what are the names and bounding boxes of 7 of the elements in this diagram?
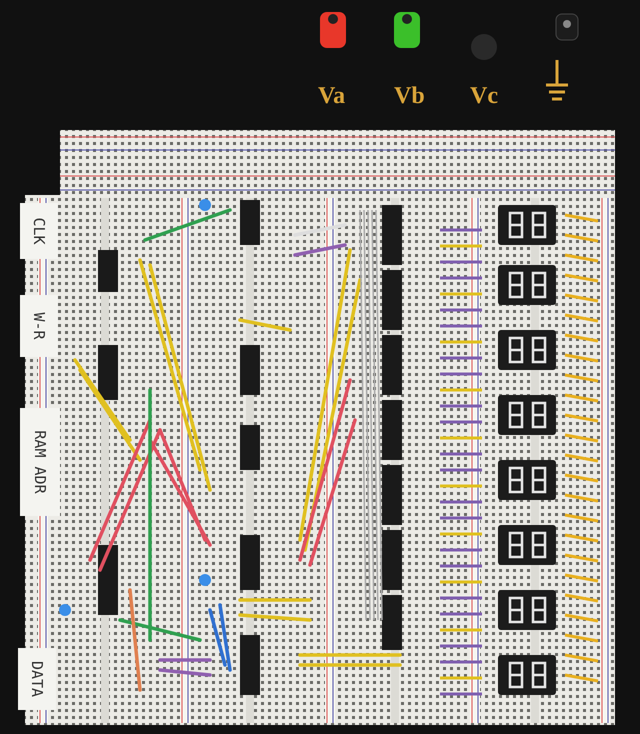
tape-label: W-R <box>20 295 58 357</box>
tape-label: CLK <box>20 203 58 259</box>
terminal-label: Vc <box>470 84 498 108</box>
tape-label: DATA <box>18 648 56 710</box>
terminal-label: Va <box>318 84 346 108</box>
tape-label: RAM ADR <box>20 408 60 516</box>
terminal-label: Vb <box>394 84 425 108</box>
